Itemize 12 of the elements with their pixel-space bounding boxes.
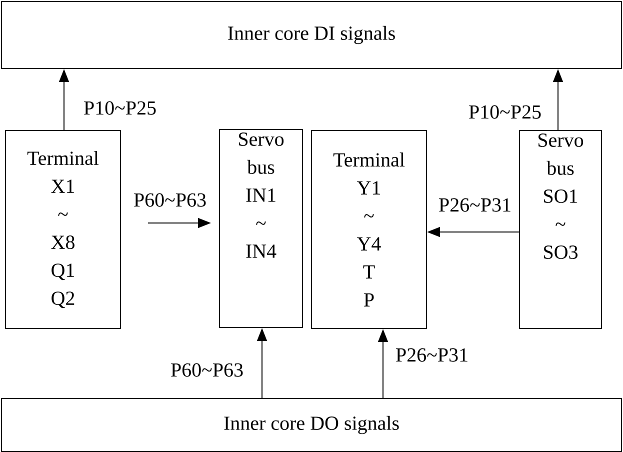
module-box: Terminal X1 ~ X8 Q1 Q2 (5, 130, 121, 329)
signal-box: Inner core DI signals (1, 1, 622, 69)
signal-box: Inner core DO signals (1, 398, 622, 452)
edge-label: P26~P31 (394, 347, 470, 363)
module-box: Servo bus SO1 ~ SO3 (519, 130, 602, 329)
edge-label: P60~P63 (132, 192, 208, 208)
module-box: Terminal Y1 ~ Y4 T P (311, 130, 427, 329)
edge-label: P10~P25 (467, 104, 543, 120)
module-box: Servo bus IN1 ~ IN4 (219, 129, 303, 328)
edge-label: P10~P25 (82, 100, 158, 116)
edge-label: P60~P63 (169, 362, 245, 378)
edge-label: P26~P31 (437, 197, 513, 213)
